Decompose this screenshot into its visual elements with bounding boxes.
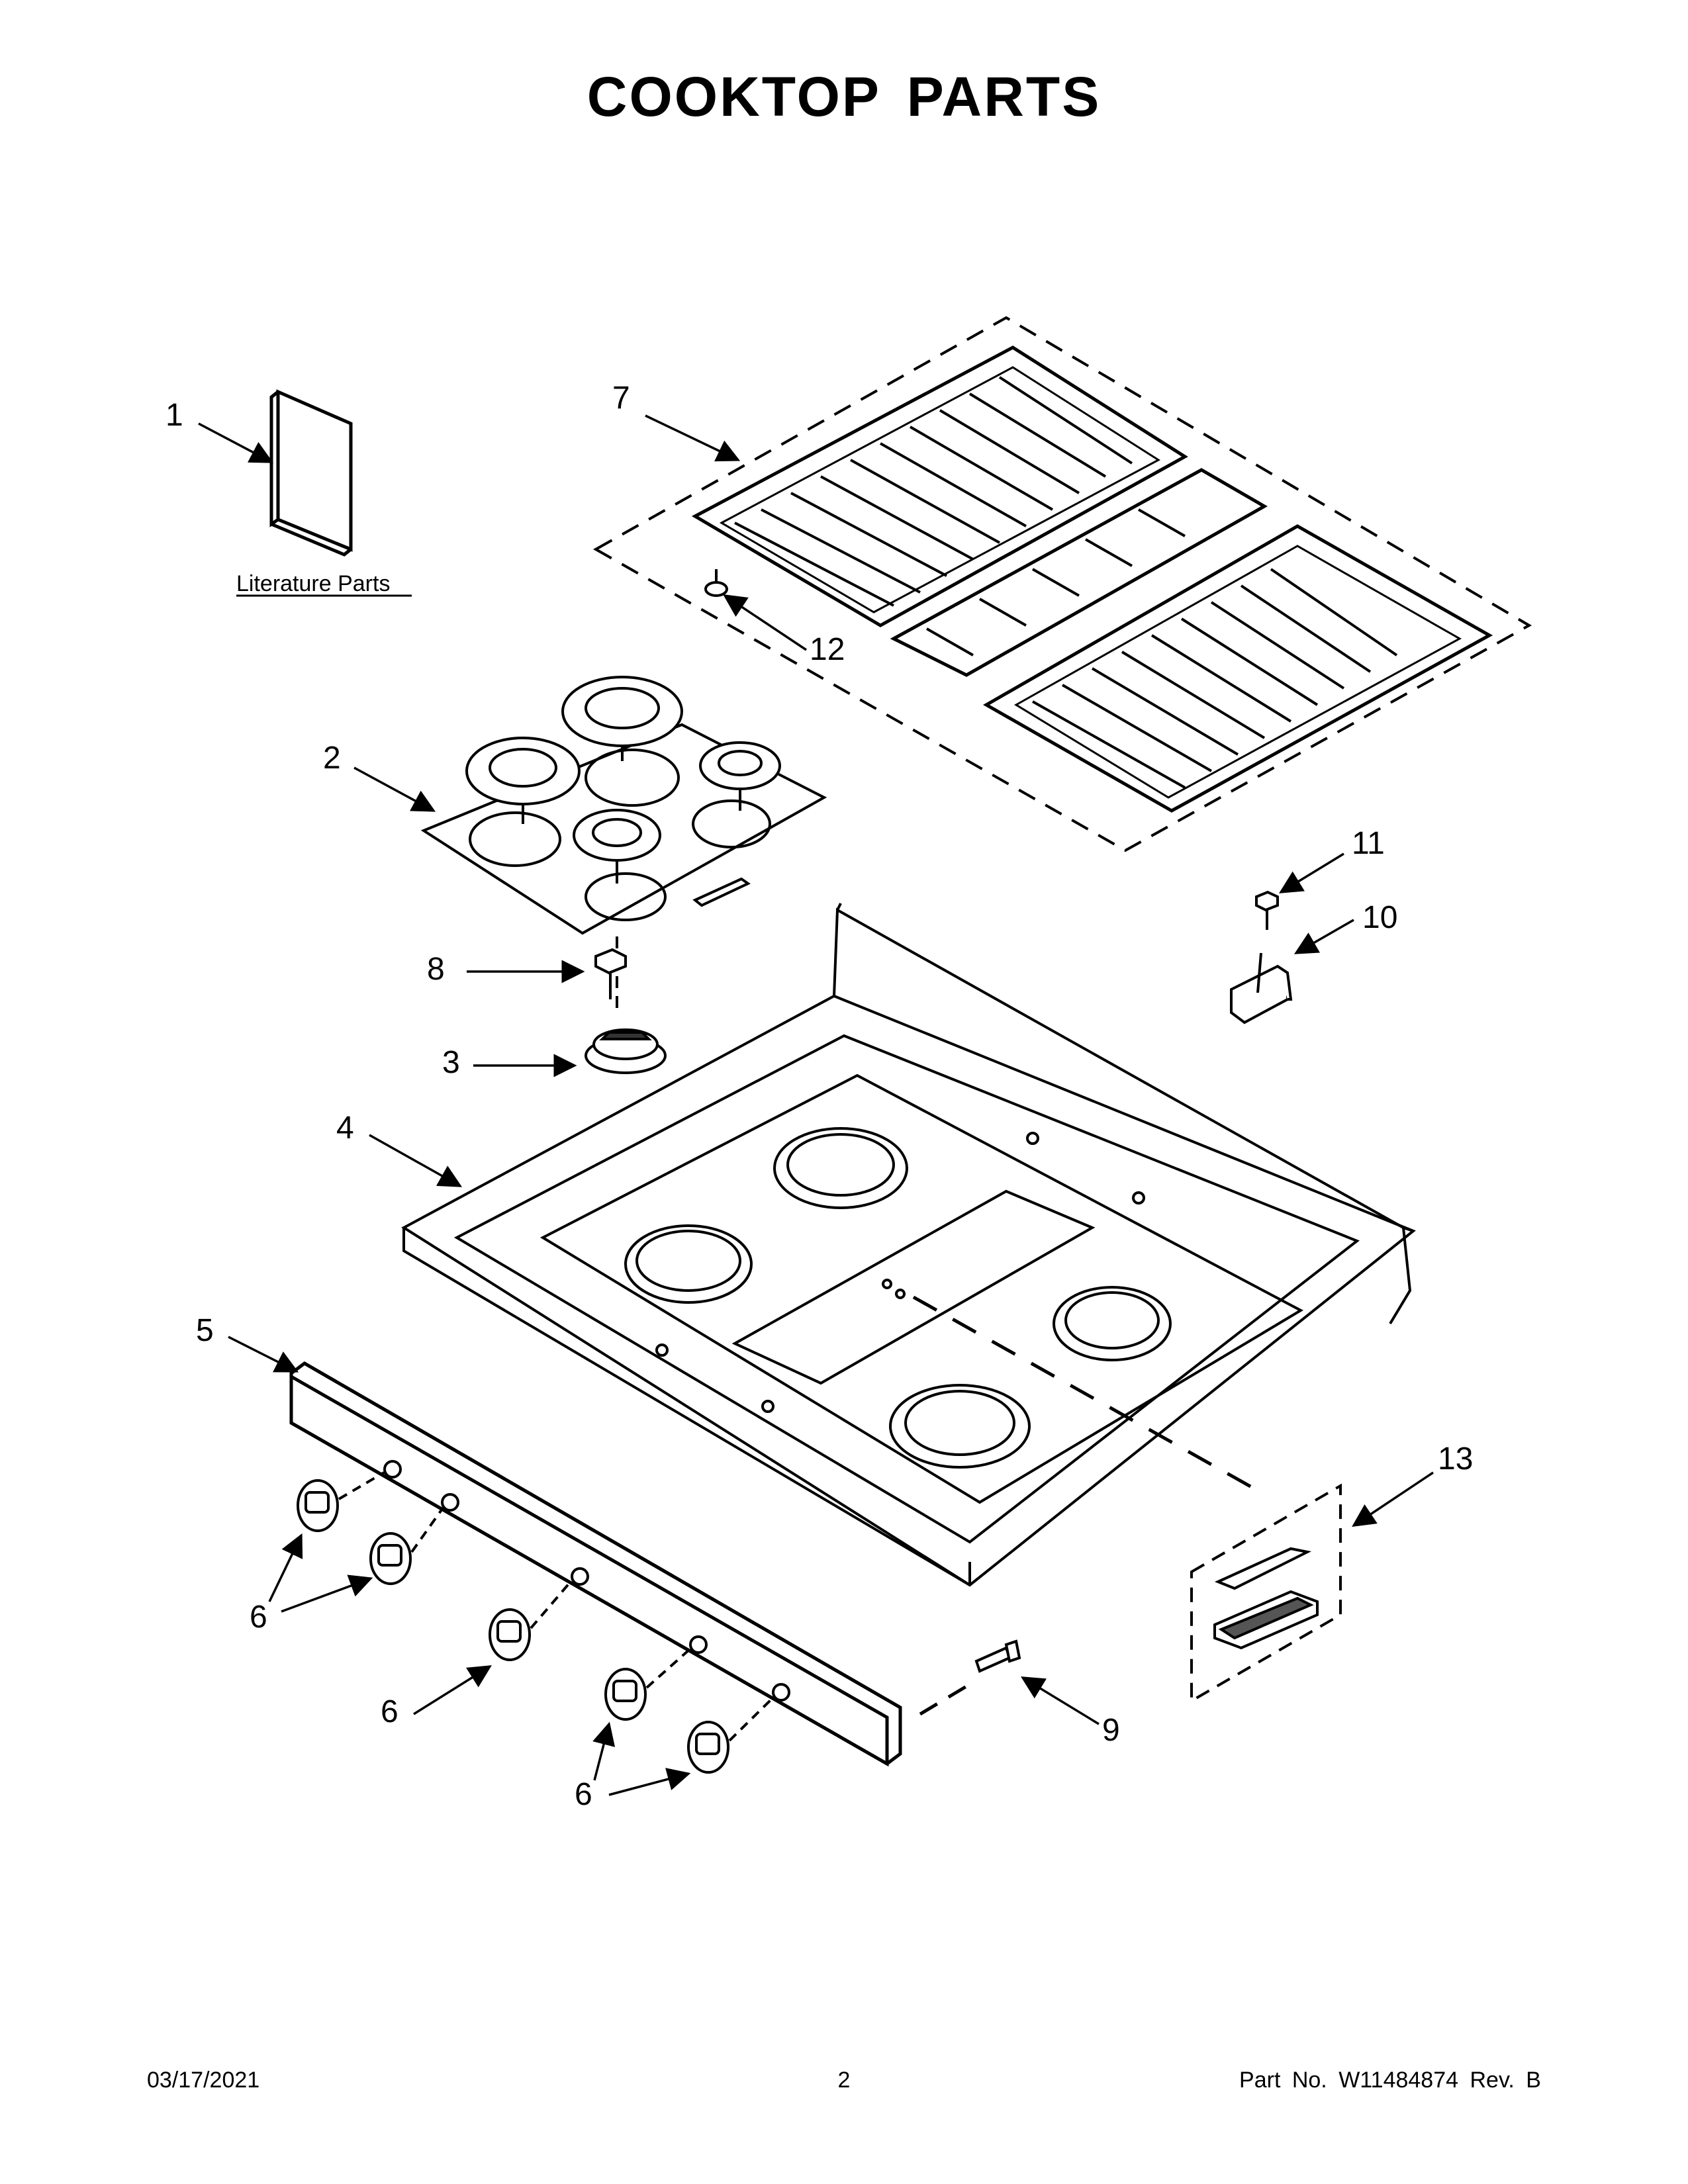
grate-right-bars (1032, 568, 1398, 789)
leader-6c-2 (608, 1768, 691, 1796)
callout-5: 5 (196, 1313, 214, 1348)
cooktop-main (401, 903, 1416, 1587)
knob-5 (687, 1721, 729, 1774)
leader-6b (413, 1665, 492, 1715)
knob-2 (369, 1532, 412, 1585)
callout-1: 1 (165, 398, 183, 433)
grates-dashed-box (592, 316, 1532, 852)
burner-base-part (585, 1028, 667, 1074)
bracket-screw-part (1255, 890, 1279, 930)
callout-2: 2 (323, 741, 341, 776)
leader-11 (1279, 852, 1344, 893)
knob-3 (489, 1608, 531, 1661)
leader-4 (369, 1134, 463, 1187)
callout-4: 4 (336, 1111, 354, 1146)
igniter-dashed-box (1190, 1483, 1342, 1704)
burner-screw-part (594, 948, 627, 999)
leader-13 (1352, 1471, 1434, 1527)
leader-7 (645, 414, 741, 462)
leader-9 (1021, 1676, 1100, 1725)
callout-8: 8 (427, 952, 445, 987)
footer-date: 03/17/2021 (147, 2068, 260, 2093)
leader-12 (723, 594, 807, 651)
panel-screw-part (974, 1639, 1021, 1673)
leader-6c-1 (592, 1721, 616, 1781)
leader-6a-2 (281, 1574, 373, 1613)
callout-12: 12 (810, 632, 845, 667)
leader-5 (228, 1336, 299, 1373)
burner-overlay-sheet (420, 676, 827, 935)
grate-foot-part (704, 569, 728, 597)
grate-middle (890, 468, 1268, 677)
leader-6a-1 (268, 1533, 303, 1602)
knob-1 (297, 1479, 339, 1532)
knob-4 (604, 1668, 647, 1721)
callout-9: 9 (1102, 1713, 1120, 1748)
bracket-part (1230, 952, 1293, 1024)
page-title: COOKTOP PARTS (586, 66, 1102, 128)
panel-screw-dashed (919, 1682, 971, 1716)
callout-13: 13 (1438, 1441, 1473, 1477)
callout-6a: 6 (250, 1600, 267, 1635)
literature-parts-label: Literature Parts (236, 571, 390, 596)
cooktop-to-igniter-dashed (912, 1295, 1262, 1494)
grate-middle-bars (926, 508, 1186, 657)
literature-part (269, 389, 353, 557)
igniter-part (1213, 1547, 1319, 1650)
grate-right (982, 524, 1493, 813)
leader-2 (353, 766, 436, 812)
callout-11: 11 (1352, 826, 1385, 861)
leader-1 (198, 422, 274, 463)
callout-10: 10 (1362, 900, 1397, 935)
leader-10 (1293, 919, 1354, 954)
footer-page-number: 2 (837, 2068, 851, 2093)
manifold-holes (383, 1460, 790, 1702)
leader-arrows (198, 414, 1434, 1796)
callout-6b: 6 (381, 1694, 399, 1729)
footer-part-number: Part No. W11484874 Rev. B (1239, 2068, 1541, 2093)
knobs (297, 1479, 729, 1774)
callout-6c: 6 (575, 1777, 592, 1812)
knob-dashed-leaders (338, 1471, 774, 1742)
callout-7: 7 (612, 381, 630, 416)
manifold-panel (289, 1361, 902, 1767)
callout-3: 3 (442, 1045, 460, 1080)
grate-left-bars (734, 376, 1133, 607)
